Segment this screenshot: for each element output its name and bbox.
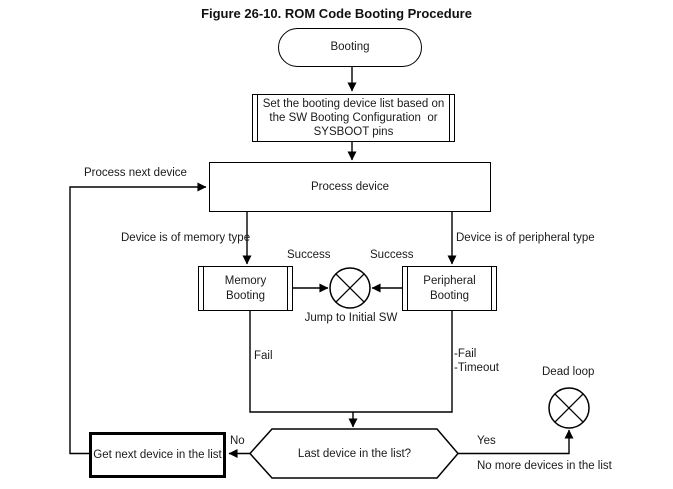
label-jump-to-initial-sw: Jump to Initial SW — [304, 312, 398, 324]
edge-label-yes: Yes — [477, 435, 496, 447]
edge-label-device-peripheral-type: Device is of peripheral type — [456, 232, 595, 244]
decision-hexagon — [248, 428, 459, 479]
edge-label-device-memory-type: Device is of memory type — [121, 232, 251, 244]
connector-decision-yes-to-deadloop — [458, 429, 574, 455]
figure-title: Figure 26-10. ROM Code Booting Procedure — [201, 6, 472, 21]
edge-label-no-more-devices: No more devices in the list — [477, 460, 612, 472]
node-set-booting-device-list: Set the booting device list based on the… — [252, 94, 455, 142]
connector-getnext-loop-to-process — [69, 182, 207, 455]
node-get-next-device: Get next device in the list — [89, 432, 226, 478]
edge-label-fail-memory: Fail — [254, 350, 273, 362]
label-dead-loop: Dead loop — [542, 366, 595, 378]
jump-junction-x-icon — [335, 273, 365, 303]
node-booting: Booting — [278, 28, 422, 67]
connector-fail-merge — [249, 311, 453, 413]
edge-label-success-memory: Success — [287, 249, 331, 261]
edge-label-fail-timeout-peripheral: -Fail -Timeout — [454, 348, 499, 375]
node-process-device: Process device — [209, 162, 491, 212]
edge-label-process-next-device: Process next device — [84, 167, 187, 179]
dead-loop-x-icon — [554, 393, 584, 423]
decision-label-last-device: Last device in the list? — [297, 447, 412, 460]
edge-label-no: No — [230, 435, 245, 447]
node-memory-booting: Memory Booting — [198, 266, 293, 311]
node-peripheral-booting: Peripheral Booting — [402, 266, 497, 311]
edge-label-success-peripheral: Success — [370, 249, 414, 261]
